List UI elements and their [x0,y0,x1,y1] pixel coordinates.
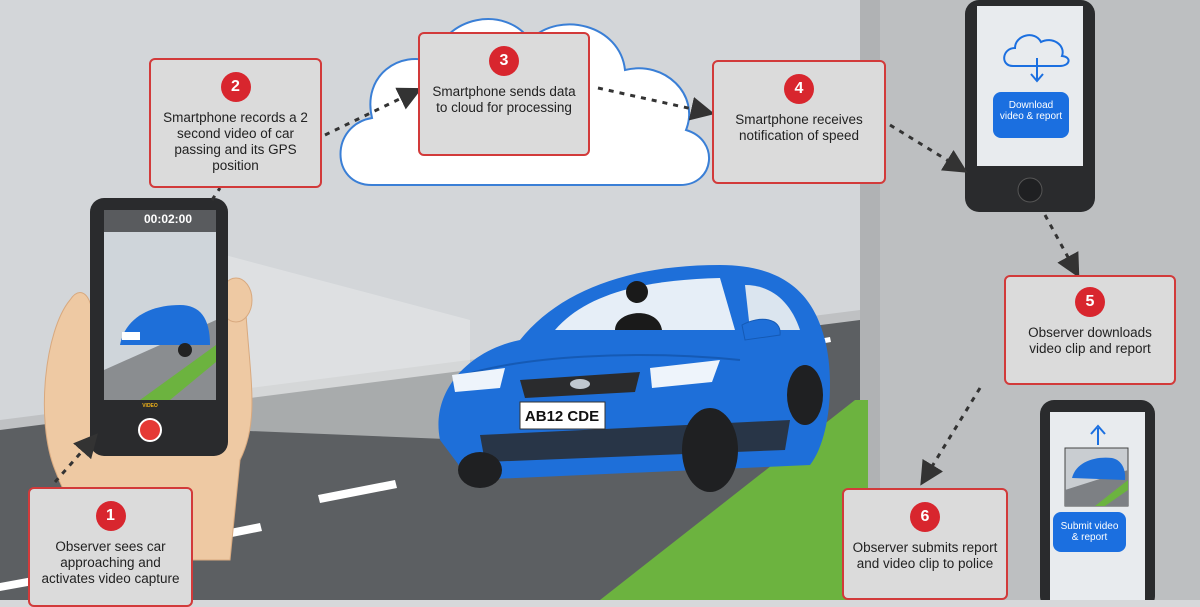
step-6-text: Observer submits report and video clip t… [852,540,998,571]
step-4-box: 4 Smartphone receives notification of sp… [712,60,886,184]
step-3-badge: 3 [489,46,519,76]
step-6-badge: 6 [910,502,940,532]
submit-button-label[interactable]: Submit video & report [1060,521,1119,543]
step-1-text: Observer sees car approaching and activa… [41,539,180,586]
phone-recording [90,198,228,456]
submit-button[interactable] [1053,512,1126,552]
flow-arrows [53,86,1080,486]
car-illustration [438,265,830,492]
step-4-badge: 4 [784,74,814,104]
arrow-1-to-phone [53,433,98,483]
download-button[interactable] [993,92,1069,138]
step-4-text: Smartphone receives notification of spee… [735,112,863,143]
step-5-text: Observer downloads video clip and report [1028,325,1152,356]
recording-timer: 00:02:00 [143,212,193,226]
step-1-box: 1 Observer sees car approaching and acti… [28,487,193,607]
step-6-box: 6 Observer submits report and video clip… [842,488,1008,600]
arrow-3-to-4 [597,86,715,121]
video-mode-label: VIDEO [142,403,158,409]
arrow-phone-to-2 [210,187,222,201]
step-3-box: 3 Smartphone sends data to cloud for pro… [418,32,590,156]
arrow-4-to-phone [889,123,968,173]
license-plate-text: AB12 CDE [525,408,599,425]
step-2-text: Smartphone records a 2 second video of c… [163,110,308,173]
record-button-icon[interactable] [138,418,162,442]
step-2-box: 2 Smartphone records a 2 second video of… [149,58,322,188]
phone-submit [1040,400,1155,600]
step-5-box: 5 Observer downloads video clip and repo… [1004,275,1176,385]
license-plate [519,401,606,430]
download-button-label[interactable]: Download video & report [999,100,1063,122]
cloud-download-icon [1003,34,1070,83]
upload-arrow-icon [1090,424,1106,445]
step-1-badge: 1 [95,501,126,531]
camera-view-cone [225,255,470,440]
phone-download [965,0,1095,212]
step-2-badge: 2 [220,72,251,102]
step-3-text: Smartphone sends data to cloud for proce… [432,84,576,115]
step-5-badge: 5 [1075,287,1105,317]
